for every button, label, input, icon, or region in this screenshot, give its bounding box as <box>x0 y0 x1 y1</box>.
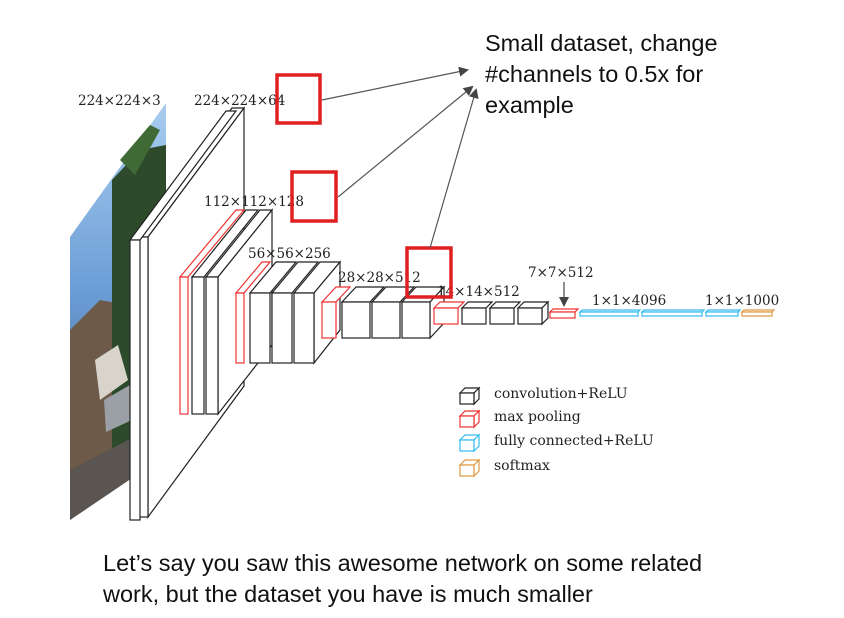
arrow-from-128 <box>337 85 474 198</box>
pool5-block <box>548 308 580 319</box>
legend-item-max-pooling: max pooling <box>458 409 581 429</box>
fc-block <box>578 309 776 317</box>
annotation-line: Small dataset, change <box>485 30 718 56</box>
highlight-box-64 <box>275 73 322 125</box>
arrow-from-512 <box>429 88 479 249</box>
legend-label-fully-connected: fully connected+ReLU <box>494 433 654 449</box>
conv2-block <box>178 208 274 416</box>
conv4-dim-label: 28×28×512 <box>338 270 421 286</box>
legend-item-fully-connected: fully connected+ReLU <box>458 433 654 453</box>
fc-dim-label: 1×1×4096 <box>592 293 666 309</box>
highlight-box-512 <box>405 246 453 299</box>
legend-label-softmax: softmax <box>494 458 550 474</box>
legend-item-convolution: convolution+ReLU <box>458 386 628 406</box>
caption-line: work, but the dataset you have is much s… <box>103 581 593 607</box>
softmax-dim-label: 1×1×1000 <box>705 293 779 309</box>
legend-label-convolution: convolution+ReLU <box>494 386 628 402</box>
input-dim-label: 224×224×3 <box>78 93 161 109</box>
conv5-block <box>432 300 550 326</box>
legend: convolution+ReLU max pooling fully conne… <box>458 386 654 478</box>
arrow-from-64 <box>321 66 469 101</box>
legend-item-softmax: softmax <box>458 458 550 478</box>
conv1-dim-label: 224×224×64 <box>194 93 285 109</box>
annotation-line: #channels to 0.5x for <box>485 61 704 87</box>
conv2-dim-label: 112×112×128 <box>204 194 304 210</box>
annotation-text: Small dataset, change #channels to 0.5x … <box>485 28 815 121</box>
highlight-box-128 <box>290 170 338 223</box>
conv5-dim-label: 14×14×512 <box>437 284 520 300</box>
legend-label-max-pooling: max pooling <box>494 409 581 425</box>
conv3-block <box>234 260 342 365</box>
caption-text: Let’s say you saw this awesome network o… <box>103 548 803 610</box>
conv3-dim-label: 56×56×256 <box>248 246 331 262</box>
caption-line: Let’s say you saw this awesome network o… <box>103 550 703 576</box>
pool5-dim-label: 7×7×512 <box>528 265 594 281</box>
annotation-line: example <box>485 92 574 118</box>
